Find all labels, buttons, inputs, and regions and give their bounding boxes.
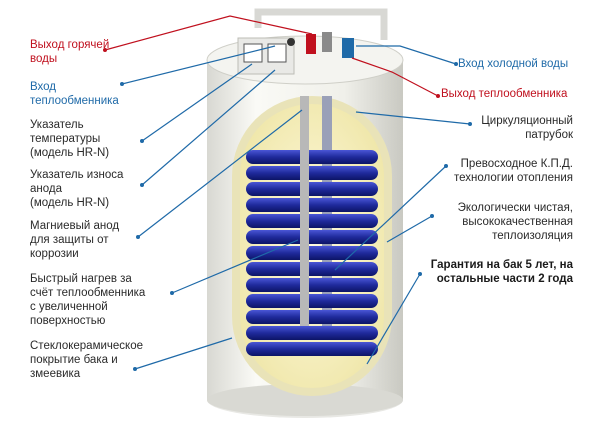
- label-heat-exchanger-outlet: Выход теплообменника: [441, 88, 568, 100]
- heat-exchanger-coil: [246, 150, 378, 356]
- leader-dots: [103, 48, 472, 371]
- label-efficiency: Превосходное К.П.Д.технологии отопления: [453, 158, 573, 184]
- magnesium-anode-rod: [300, 96, 309, 326]
- leader-lines: [104, 15, 471, 370]
- top-fittings: [237, 8, 388, 75]
- label-cold-water-inlet: Вход холодной воды: [458, 58, 569, 70]
